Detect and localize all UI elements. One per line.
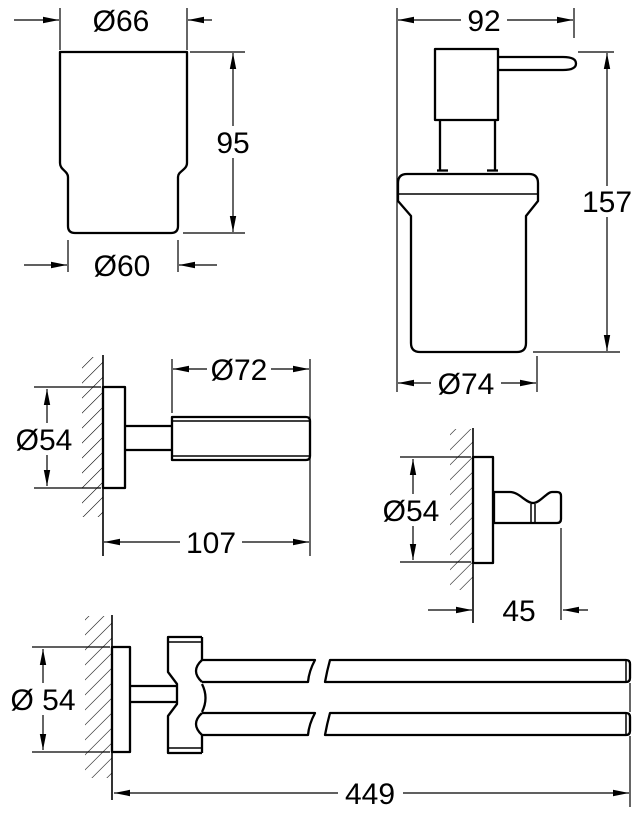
dim-label-hook-projection: 45 — [502, 595, 535, 628]
dim-towel-bar-length: 449 — [114, 683, 631, 811]
dim-label-holder-plate-diameter: Ø54 — [16, 424, 73, 457]
wall-hatching — [450, 429, 473, 590]
dim-label-dispenser-height: 157 — [582, 186, 632, 219]
dim-label-towel-bar-plate-diameter: Ø 54 — [10, 684, 75, 717]
wall-hatching — [82, 357, 103, 517]
wall-section — [82, 355, 104, 556]
dim-tumbler-height: 95 — [183, 51, 250, 234]
towel-bar-outline — [110, 635, 632, 755]
dim-label-hook-plate-diameter: Ø54 — [383, 495, 440, 528]
towel-bar-view: Ø 54 449 — [10, 615, 632, 811]
dim-label-towel-bar-length: 449 — [345, 778, 395, 811]
tumbler-outline — [58, 50, 189, 235]
dim-label-dispenser-width: 92 — [467, 5, 500, 38]
dispenser-outline — [396, 47, 578, 354]
dim-dispenser-bottom-diameter: Ø74 — [398, 356, 538, 401]
dim-dispenser-width: 92 — [396, 5, 575, 392]
dim-hook-projection: 45 — [428, 528, 588, 628]
dim-dispenser-height: 157 — [533, 51, 632, 353]
dim-tumbler-top-diameter: Ø66 — [14, 5, 212, 50]
robe-hook-outline — [471, 455, 563, 565]
dim-tumbler-bottom-diameter: Ø60 — [24, 240, 217, 283]
dim-holder-plate-diameter: Ø54 — [16, 386, 101, 489]
robe-hook-view: Ø54 45 — [383, 428, 588, 628]
dim-holder-ring-diameter: Ø72 — [171, 354, 311, 556]
wall-hatching — [85, 616, 112, 778]
dim-label-tumbler-bottom-diameter: Ø60 — [94, 250, 151, 283]
wall-section — [85, 615, 113, 800]
dim-label-tumbler-height: 95 — [216, 127, 249, 160]
dim-label-holder-ring-diameter: Ø72 — [211, 354, 268, 387]
dim-label-dispenser-bottom-diameter: Ø74 — [438, 368, 495, 401]
dim-towel-bar-plate-diameter: Ø 54 — [10, 646, 110, 753]
glass-holder-outline — [101, 385, 312, 490]
dim-hook-plate-diameter: Ø54 — [383, 456, 471, 563]
soap-dispenser-view: 92 157 Ø74 — [396, 5, 632, 401]
tumbler-view: Ø66 95 Ø60 — [14, 5, 250, 283]
dim-label-holder-projection: 107 — [186, 527, 236, 560]
dim-label-tumbler-top-diameter: Ø66 — [93, 5, 150, 38]
glass-holder-view: Ø72 Ø54 107 — [16, 354, 312, 560]
dim-holder-projection: 107 — [104, 527, 309, 560]
